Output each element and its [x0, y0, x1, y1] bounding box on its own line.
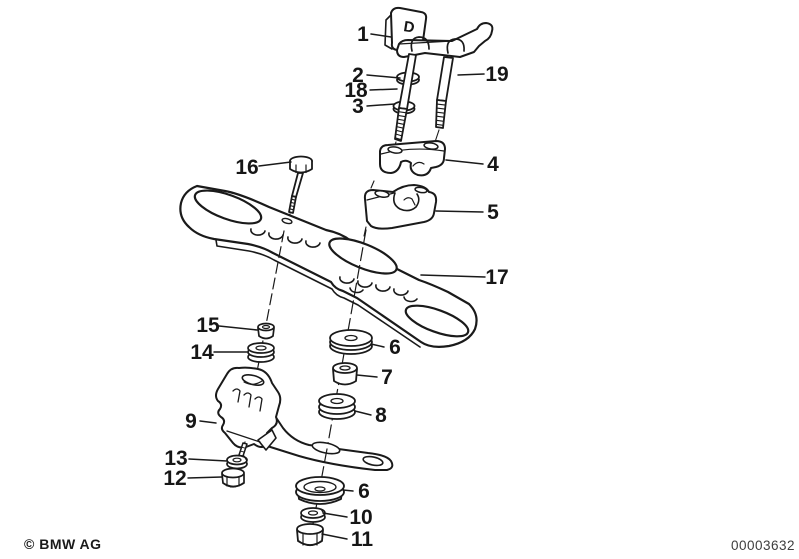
part-12-hex-nut [221, 467, 245, 488]
callout-10: 10 [322, 506, 373, 529]
callout-label: 7 [381, 366, 393, 389]
callout-label: 6 [389, 336, 401, 359]
callout-label: 14 [190, 341, 214, 364]
callout-label: 15 [196, 314, 220, 337]
part-17-fork-bridge [179, 184, 478, 348]
part-14-grommet [247, 342, 275, 363]
part-5-lower-clamp [363, 184, 438, 237]
callout-label: 5 [487, 201, 499, 224]
part-13-washer [226, 454, 248, 470]
part-19-hex-bolt [433, 56, 454, 146]
callout-label: 12 [163, 467, 186, 490]
callout-12: 12 [163, 467, 223, 490]
callout-label: 16 [235, 156, 258, 179]
callout-2: 2 [352, 64, 401, 87]
callout-4: 4 [445, 153, 499, 176]
part-15-bushing [257, 322, 275, 340]
part-8-grommet [318, 393, 356, 420]
callout-13: 13 [164, 447, 228, 470]
callout-label: 18 [344, 79, 368, 102]
part-18-hex-bolt [393, 53, 417, 149]
callout-17: 17 [420, 266, 509, 289]
callout-14: 14 [190, 341, 248, 364]
callout-6-upper: 6 [370, 336, 401, 359]
callout-5: 5 [435, 201, 499, 224]
bridge-wire-notches [250, 228, 418, 303]
callout-label: 8 [375, 404, 387, 427]
callout-16: 16 [235, 156, 292, 179]
part-6-grommet-lower [295, 476, 345, 505]
callout-label: 17 [485, 266, 508, 289]
callout-19: 19 [457, 63, 509, 86]
part-1-d-stamp: D [402, 18, 416, 37]
part-4-upper-clamp [379, 140, 446, 177]
callout-18: 18 [344, 79, 398, 102]
callout-label: 19 [485, 63, 508, 86]
part-7-spacer-sleeve [332, 362, 358, 386]
callout-7: 7 [356, 366, 393, 389]
callout-15: 15 [196, 314, 258, 337]
callout-label: 3 [352, 95, 364, 118]
callout-8: 8 [354, 404, 387, 427]
callout-label: 4 [487, 153, 499, 176]
callout-label: 1 [357, 23, 369, 46]
callout-9: 9 [185, 410, 217, 433]
callout-label: 2 [352, 64, 364, 87]
diagram-number: 00003632 [731, 538, 796, 553]
part-16-hex-bolt [286, 155, 313, 220]
part-9-bracket [215, 366, 394, 471]
part-6-grommet-upper [329, 329, 373, 355]
part-1-holder-bracket: D [384, 6, 494, 58]
clamp-axis-line [370, 180, 375, 189]
callout-label: 10 [349, 506, 372, 529]
callout-label: 6 [358, 480, 370, 503]
callout-6-lower: 6 [342, 480, 370, 503]
callout-label: 9 [185, 410, 197, 433]
callout-1: 1 [357, 23, 392, 46]
callout-label: 11 [351, 528, 374, 551]
callout-3: 3 [352, 95, 396, 118]
part-10-washer [300, 507, 326, 523]
callout-11: 11 [321, 528, 374, 551]
callout-label: 13 [164, 447, 187, 470]
part-11-hex-nut [296, 523, 324, 547]
callouts: 1 2 18 3 19 16 4 5 17 15 14 6 7 8 9 13 1… [163, 23, 508, 551]
copyright-label: © BMW AG [24, 536, 102, 552]
